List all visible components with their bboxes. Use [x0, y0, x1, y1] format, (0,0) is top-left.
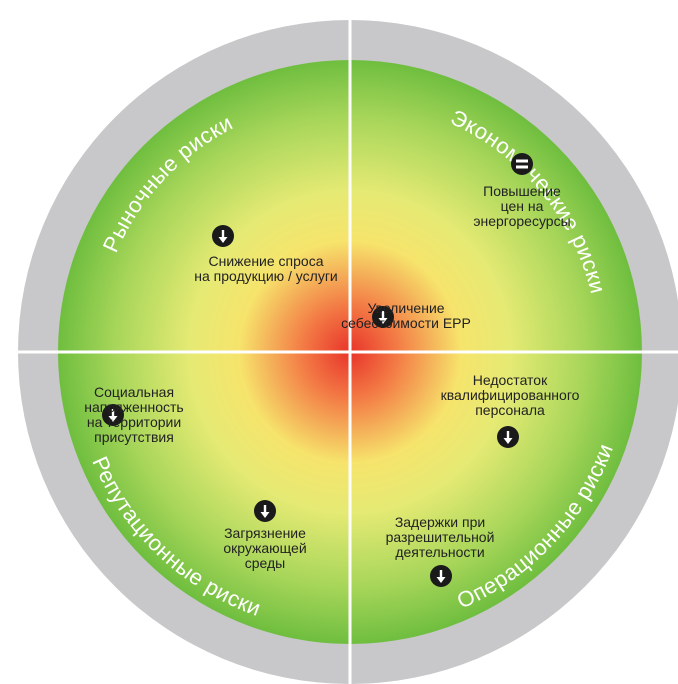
- risk-label-line: Социальная: [94, 384, 174, 400]
- equal-trend-icon: [511, 153, 533, 175]
- risk-label-line: квалифицированного: [441, 387, 580, 403]
- down-arrow-icon: [102, 404, 124, 426]
- risk-label-line: Снижение спроса: [209, 253, 324, 269]
- down-arrow-icon: [212, 225, 234, 247]
- down-arrow-icon: [497, 426, 519, 448]
- risk-label-line: среды: [245, 555, 286, 571]
- risk-label-line: разрешительной: [386, 529, 495, 545]
- risk-label-line: Задержки при: [395, 514, 485, 530]
- risk-label-line: Повышение: [483, 183, 561, 199]
- risk-label-line: Загрязнение: [224, 525, 306, 541]
- down-arrow-icon: [372, 306, 394, 328]
- down-arrow-icon: [430, 565, 452, 587]
- down-arrow-icon: [254, 500, 276, 522]
- risk-label-line: цен на: [501, 198, 544, 214]
- risk-label-line: присутствия: [94, 429, 174, 445]
- risk-label-line: Увеличение: [367, 300, 444, 316]
- risk-label-line: себестоимости ЕРР: [341, 315, 471, 331]
- risk-label-line: окружающей: [223, 540, 306, 556]
- risk-label-line: на продукцию / услуги: [194, 268, 338, 284]
- risk-label-line: напряженность: [84, 399, 183, 415]
- risk-label-line: Недостаток: [473, 372, 548, 388]
- risk-label-line: деятельности: [395, 544, 484, 560]
- risk-label-line: на территории: [87, 414, 181, 430]
- risk-label-line: персонала: [475, 402, 545, 418]
- risk-label-line: энергоресурсы: [473, 213, 570, 229]
